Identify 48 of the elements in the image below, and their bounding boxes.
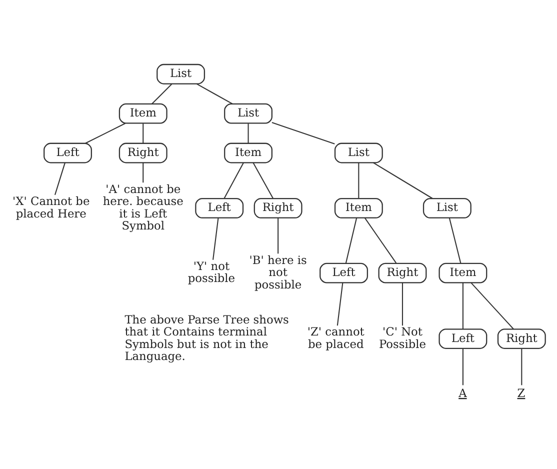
node-text: A <box>458 386 467 400</box>
node-text: 'A' cannot be here. because it is Left Symbol <box>102 182 184 233</box>
connector <box>462 348 464 386</box>
connector <box>364 218 397 264</box>
node-box: Item <box>334 198 383 218</box>
connector <box>345 218 358 264</box>
connector <box>272 122 335 144</box>
node-box: Left <box>438 328 488 349</box>
node-box: List <box>334 142 383 164</box>
node-text: 'Z' cannot be placed <box>307 324 364 351</box>
connector <box>224 162 244 199</box>
connector <box>142 162 144 183</box>
connector <box>212 218 219 260</box>
connector <box>196 84 233 104</box>
node-box: Item <box>438 262 488 284</box>
node-box: Right <box>118 142 168 164</box>
connector <box>336 282 344 326</box>
connector <box>248 124 249 144</box>
connector <box>448 218 462 264</box>
connector <box>373 162 433 199</box>
label: The above Parse Tree shows that it Contains terminal Symbols but is not in the Language. <box>124 312 289 364</box>
connector <box>252 162 274 199</box>
node-box: Item <box>118 103 168 124</box>
connector <box>462 282 464 330</box>
node-text: 'Y' not possible <box>188 258 236 286</box>
connector <box>470 282 514 330</box>
connector <box>402 282 404 326</box>
connector <box>85 122 126 144</box>
node-box: Left <box>195 198 244 218</box>
node-text: 'X' Cannot be placed Here <box>12 194 90 220</box>
node-box: Item <box>224 142 272 164</box>
node-box: List <box>156 64 206 84</box>
connector <box>54 162 66 196</box>
connector <box>358 162 360 198</box>
connector <box>152 84 172 104</box>
node-box: Right <box>378 262 427 284</box>
connector <box>521 348 522 386</box>
node-text: Z <box>517 386 526 400</box>
node-box: List <box>224 103 272 124</box>
node-box: List <box>422 198 472 218</box>
node-box: Left <box>320 262 368 284</box>
connector <box>142 124 144 144</box>
node-box: Right <box>254 198 302 218</box>
node-box: Left <box>44 142 92 164</box>
node-box: Right <box>497 328 546 349</box>
node-text: 'B' here is not possible <box>249 252 307 292</box>
connector <box>278 218 279 254</box>
node-text: 'C' Not Possible <box>378 324 426 351</box>
